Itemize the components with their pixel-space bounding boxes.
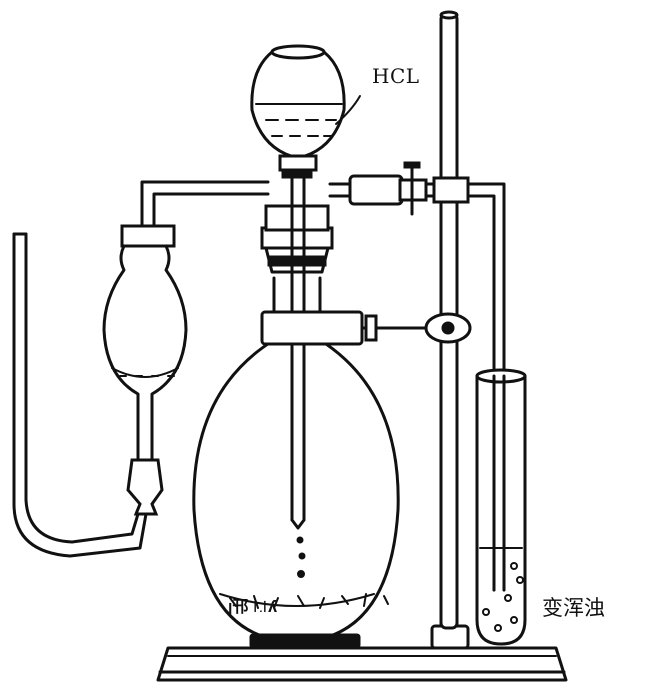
flask-stopper — [260, 204, 334, 274]
stand-base — [156, 624, 568, 682]
left-delivery-tube — [140, 180, 270, 230]
left-u-tube — [12, 232, 148, 558]
svg-text:ꞁ邗꜈꜌ʎ: ꞁ邗꜈꜌ʎ — [228, 597, 278, 616]
turbid-label: 变浑浊 — [542, 596, 605, 620]
test-tube — [475, 368, 527, 646]
separatory-funnel — [250, 44, 361, 530]
drying-bulb — [102, 224, 188, 516]
flask-clamp — [260, 310, 472, 346]
hcl-label: HCL — [372, 64, 420, 88]
round-bottom-flask: ꞁ邗꜈꜌ʎ — [192, 276, 400, 644]
